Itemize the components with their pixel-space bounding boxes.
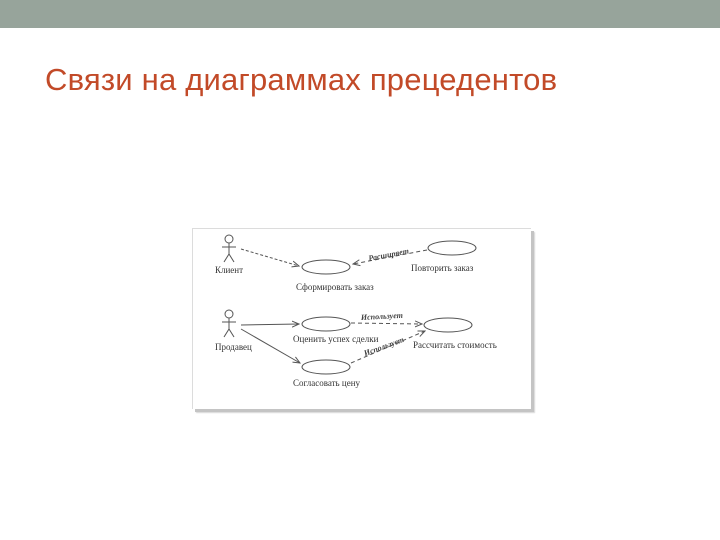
association-client-form-order: [240, 248, 299, 266]
actor-client-label: Клиент: [215, 265, 243, 275]
actor-client-icon: [222, 234, 236, 263]
slide-title: Связи на диаграммах прецедентов: [45, 62, 558, 97]
association-seller-agree-price: [240, 328, 300, 363]
actor-seller-icon: [222, 309, 236, 338]
use-case-form-order: [301, 259, 351, 275]
use-case-repeat-order-label: Повторить заказ: [411, 263, 474, 273]
actor-seller-label: Продавец: [215, 342, 252, 352]
include-label-1: Использует: [360, 311, 403, 322]
extend-arrow: [353, 249, 428, 264]
include-arrow-evaluate: [350, 323, 422, 324]
use-case-evaluate-deal-label: Оценить успех сделки: [293, 334, 379, 344]
use-case-diagram: Клиент Продавец Сформировать заказ Повто…: [192, 228, 531, 409]
use-case-agree-price: [301, 359, 351, 375]
top-bar: [0, 0, 720, 28]
use-case-calculate-cost: [423, 317, 473, 333]
association-seller-evaluate-deal: [240, 324, 299, 325]
use-case-evaluate-deal: [301, 316, 351, 332]
diagram-canvas: Клиент Продавец Сформировать заказ Повто…: [215, 234, 497, 388]
use-case-agree-price-label: Согласовать цену: [293, 378, 361, 388]
use-case-calculate-cost-label: Рассчитать стоимость: [413, 340, 497, 350]
extend-label: Расширяет: [368, 246, 410, 263]
use-case-form-order-label: Сформировать заказ: [296, 282, 374, 292]
use-case-repeat-order: [427, 240, 477, 256]
